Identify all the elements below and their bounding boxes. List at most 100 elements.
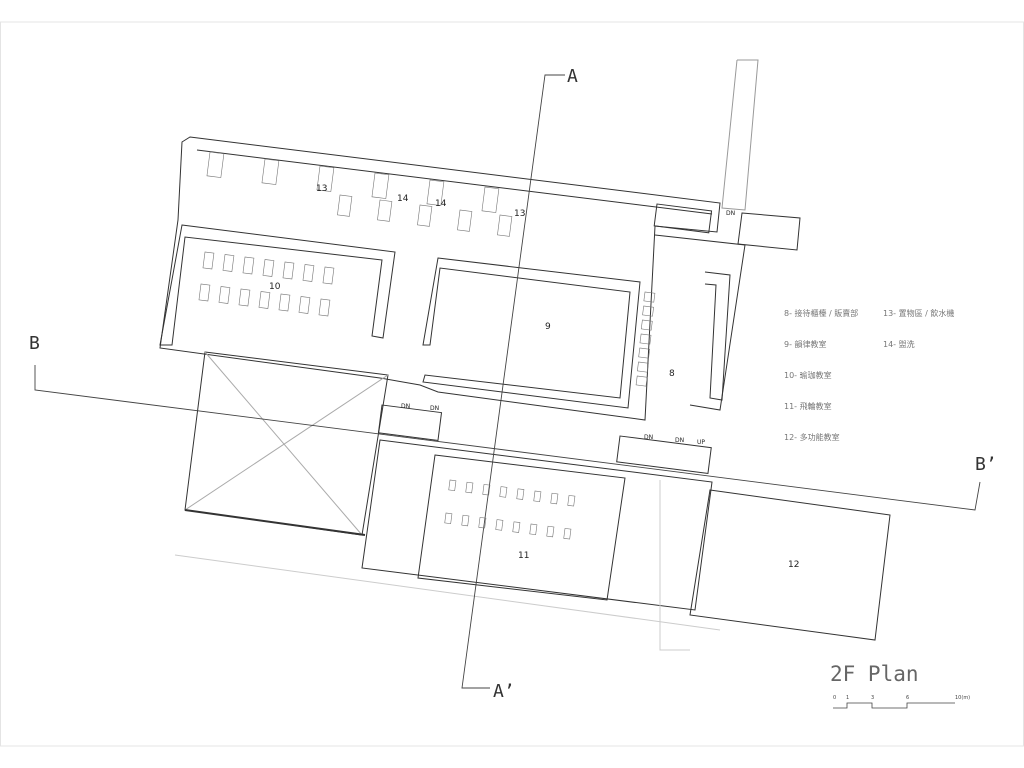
yoga-mat bbox=[322, 266, 335, 285]
yoga-mat bbox=[298, 296, 311, 314]
stair-label: DN bbox=[430, 405, 440, 412]
spin-bike bbox=[448, 479, 457, 492]
room-11-inner bbox=[417, 454, 626, 601]
shower-stall bbox=[417, 204, 433, 227]
yoga-mat bbox=[258, 291, 271, 309]
yoga-mat bbox=[302, 264, 315, 282]
spin-bike bbox=[546, 525, 555, 538]
stair-label: UP bbox=[697, 439, 706, 446]
room-label: 11 bbox=[518, 551, 530, 561]
spin-bike bbox=[461, 514, 470, 527]
stair-label: DN bbox=[644, 434, 654, 441]
wall bbox=[184, 509, 366, 536]
room-label: 13 bbox=[514, 209, 526, 219]
void-diagonal bbox=[204, 351, 363, 536]
atrium-void bbox=[184, 351, 389, 536]
locker-unit bbox=[261, 158, 280, 185]
seat bbox=[640, 319, 653, 331]
yoga-mat bbox=[318, 298, 331, 317]
seat bbox=[643, 291, 656, 303]
tower-ladder bbox=[721, 59, 759, 211]
room-10-outline bbox=[159, 224, 396, 346]
sheet-border bbox=[0, 21, 1024, 747]
seat bbox=[637, 361, 649, 373]
spin-bike bbox=[499, 486, 508, 498]
section-marker-a-prime: A’ bbox=[493, 681, 515, 702]
room-label: 8 bbox=[669, 369, 675, 379]
yoga-mat bbox=[198, 283, 211, 302]
spin-bike bbox=[516, 488, 525, 500]
locker-unit bbox=[316, 165, 335, 192]
wall bbox=[196, 149, 713, 215]
shower-stall bbox=[497, 214, 513, 237]
room-label: 14 bbox=[397, 194, 409, 204]
faint-line bbox=[659, 480, 690, 651]
spin-bike bbox=[444, 512, 453, 525]
spin-bike bbox=[512, 521, 521, 533]
locker-unit bbox=[481, 186, 500, 213]
shower-stall bbox=[337, 194, 353, 217]
legend-item: 14- 盥洗 bbox=[883, 340, 915, 349]
stair-label: DN bbox=[675, 437, 685, 444]
spin-bike bbox=[482, 484, 491, 496]
seat bbox=[639, 333, 652, 345]
yoga-mat bbox=[282, 261, 295, 280]
spin-bike bbox=[495, 519, 504, 531]
void-diagonal bbox=[184, 374, 389, 511]
upper-block-outline bbox=[159, 136, 721, 421]
seat bbox=[638, 347, 651, 359]
section-marker-b: B bbox=[29, 333, 40, 354]
stair-1 bbox=[377, 404, 443, 441]
scale-tick: 1 bbox=[846, 695, 850, 701]
legend-item: 8- 接待櫃檯 / 販賣部 bbox=[784, 309, 859, 318]
faint-line bbox=[174, 554, 721, 631]
scale-tick: 6 bbox=[906, 695, 910, 701]
room-12-outline bbox=[689, 489, 891, 641]
section-line-a bbox=[461, 74, 565, 689]
room-label: 14 bbox=[435, 199, 447, 209]
legend-item: 10- 瑜珈教室 bbox=[784, 371, 832, 380]
shower-stall bbox=[457, 209, 473, 232]
legend-item: 11- 飛輪教室 bbox=[784, 402, 832, 411]
spin-bike bbox=[563, 528, 572, 540]
spin-bike bbox=[533, 490, 542, 503]
stair-label: DN bbox=[401, 403, 411, 410]
shower-stall bbox=[377, 199, 393, 222]
spin-bike bbox=[478, 517, 487, 529]
yoga-mat bbox=[202, 251, 215, 270]
section-marker-b-prime: B’ bbox=[975, 454, 997, 475]
spin-bike bbox=[529, 523, 538, 536]
reception-counter bbox=[704, 271, 731, 401]
seat bbox=[642, 305, 654, 317]
room-label: 12 bbox=[788, 560, 800, 570]
scale-tick: 0 bbox=[833, 695, 837, 701]
spin-bike bbox=[550, 492, 559, 505]
yoga-mat bbox=[278, 293, 291, 312]
yoga-mat bbox=[222, 254, 235, 272]
section-line-b bbox=[34, 365, 981, 511]
scale-bar bbox=[833, 702, 955, 709]
yoga-mat bbox=[262, 259, 275, 277]
yoga-mat bbox=[238, 288, 251, 307]
room-9-outline bbox=[422, 257, 641, 409]
room-label: 10 bbox=[269, 282, 281, 292]
locker-unit bbox=[426, 179, 445, 206]
locker-unit bbox=[371, 172, 390, 199]
room-8-outline bbox=[654, 234, 746, 411]
room-label: 13 bbox=[316, 184, 328, 194]
section-marker-a: A bbox=[567, 66, 578, 87]
yoga-mat bbox=[242, 256, 255, 275]
room-label: 9 bbox=[545, 322, 551, 332]
scale-tick: 10(m) bbox=[955, 695, 971, 701]
legend-item: 13- 置物區 / 飲水機 bbox=[883, 309, 955, 318]
tower bbox=[737, 212, 801, 251]
stair-label: DN bbox=[726, 210, 736, 217]
stair-3 bbox=[653, 203, 713, 234]
stair-2 bbox=[616, 435, 712, 475]
plan-title: 2F Plan bbox=[830, 662, 919, 686]
seat bbox=[635, 375, 648, 387]
yoga-mat bbox=[218, 286, 231, 304]
spin-bike bbox=[465, 481, 474, 494]
room-11-outline bbox=[361, 439, 713, 611]
